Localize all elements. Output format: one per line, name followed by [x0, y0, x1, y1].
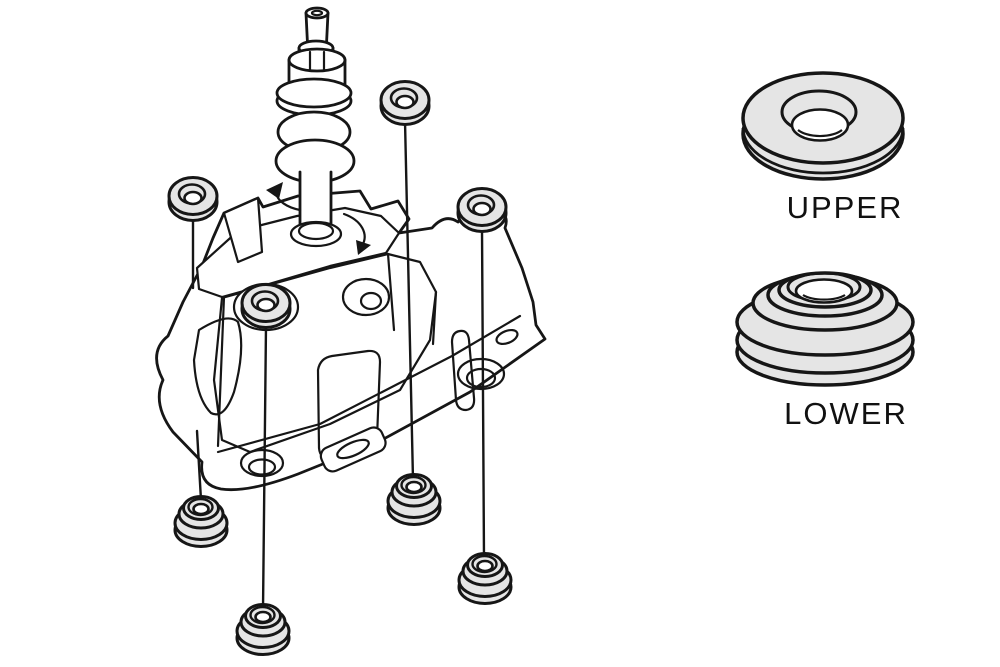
lower-bushing-detail: LOWER — [735, 271, 915, 431]
upper-bushing-4 — [456, 187, 508, 233]
housing-edge-left — [216, 295, 226, 448]
leader-line-2 — [261, 323, 268, 612]
housing-cavity-edge — [212, 252, 438, 454]
housing-floor-rim — [216, 314, 522, 454]
upper-detail-hole-shadow — [797, 129, 843, 138]
upper-bushing-3 — [379, 80, 431, 126]
upper-bushing-2 — [240, 283, 292, 329]
shifter-base-housing — [155, 189, 547, 492]
lower-bushing-3 — [386, 473, 442, 526]
lower-detail-hole-shadow — [802, 294, 846, 301]
shift-lever-shaft — [266, 6, 371, 255]
leader-line-3 — [403, 119, 415, 482]
lower-detail-hole — [794, 278, 854, 304]
upper-bushing-detail: UPPER — [741, 71, 905, 225]
housing-bottom-tab — [319, 426, 387, 473]
lower-bushing-4 — [457, 552, 513, 605]
floor-hole-left — [239, 448, 285, 478]
leader-line-4 — [480, 227, 486, 561]
housing-cutout-left — [192, 317, 243, 416]
shaft-flange-top — [275, 77, 353, 109]
leader-lines — [191, 119, 486, 612]
housing-corner-post — [222, 196, 264, 264]
floor-hole-right — [456, 357, 506, 391]
shaft-collar-slit — [308, 50, 326, 73]
floor-hole-left-bore — [247, 458, 277, 476]
upper-label: UPPER — [787, 190, 904, 225]
shaft-lower — [298, 170, 333, 230]
shaft-tip-bore — [310, 9, 324, 17]
floor-hole-right-bore — [465, 367, 497, 389]
housing-flange-hole — [495, 328, 519, 346]
shaft-tip-top — [304, 6, 330, 20]
deck-boss-hole — [359, 291, 383, 311]
deck-collar — [289, 220, 343, 248]
rotate-arrow-right-head — [356, 240, 371, 255]
housing-cutout-right — [450, 329, 476, 412]
housing-edge-mid — [386, 252, 396, 332]
upper-bushing-1 — [167, 176, 219, 222]
rotate-arrow-right — [342, 212, 366, 248]
rotate-arrow-left-head — [266, 182, 283, 199]
upper-detail-rim — [741, 127, 905, 175]
upper-detail-hole — [790, 108, 850, 142]
lower-bushing-2 — [235, 603, 291, 656]
shaft-collar-top — [287, 47, 347, 73]
lower-label: LOWER — [784, 396, 908, 431]
leader-line-1b — [195, 429, 203, 502]
deck-boss — [341, 277, 391, 317]
deck-collar-bore — [297, 221, 335, 241]
lower-bushing-1 — [173, 495, 229, 548]
housing-edge-right — [431, 290, 438, 346]
